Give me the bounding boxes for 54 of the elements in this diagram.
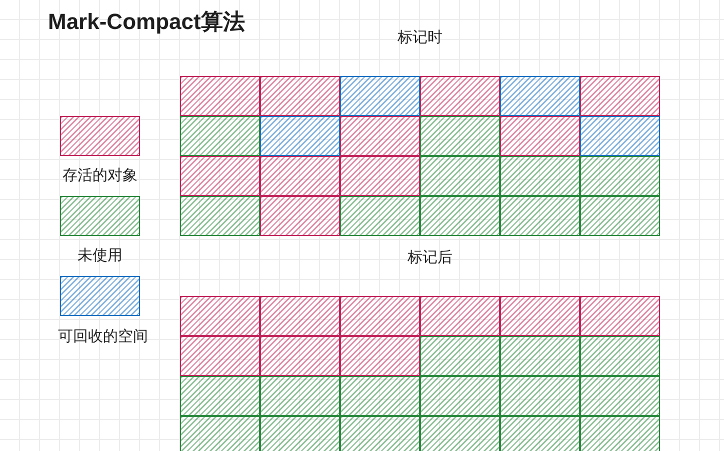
diagram-title: Mark-Compact算法: [48, 8, 245, 36]
memory-block: [180, 416, 260, 451]
memory-block: [500, 296, 580, 336]
memory-block: [420, 376, 500, 416]
memory-block: [260, 76, 340, 116]
memory-block: [180, 196, 260, 236]
memory-block: [340, 416, 420, 451]
memory-block: [580, 416, 660, 451]
memory-block: [580, 336, 660, 376]
memory-block: [260, 116, 340, 156]
memory-block: [340, 116, 420, 156]
memory-block: [500, 196, 580, 236]
memory-block: [180, 76, 260, 116]
memory-block: [260, 336, 340, 376]
grid-heading: 标记后: [408, 248, 452, 268]
memory-block: [340, 196, 420, 236]
legend-label: 存活的对象: [62, 166, 138, 186]
memory-block: [260, 376, 340, 416]
memory-block: [180, 336, 260, 376]
memory-block: [420, 416, 500, 451]
memory-block: [420, 116, 500, 156]
memory-block: [180, 376, 260, 416]
memory-block: [500, 116, 580, 156]
memory-block: [500, 336, 580, 376]
memory-block: [340, 76, 420, 116]
memory-block: [420, 196, 500, 236]
memory-block: [260, 296, 340, 336]
memory-block: [580, 156, 660, 196]
memory-block: [500, 156, 580, 196]
memory-block: [340, 376, 420, 416]
memory-block: [420, 156, 500, 196]
memory-block: [500, 76, 580, 116]
memory-block: [580, 296, 660, 336]
memory-block: [180, 296, 260, 336]
memory-block: [420, 296, 500, 336]
memory-block: [260, 196, 340, 236]
legend-label: 可回收的空间: [58, 327, 148, 347]
memory-block: [340, 296, 420, 336]
memory-block: [420, 76, 500, 116]
memory-block: [340, 336, 420, 376]
memory-block: [500, 416, 580, 451]
legend-label: 未使用: [78, 246, 122, 266]
memory-block: [180, 116, 260, 156]
memory-block: [180, 156, 260, 196]
memory-block: [580, 116, 660, 156]
memory-block: [580, 196, 660, 236]
memory-block: [260, 156, 340, 196]
memory-block: [500, 376, 580, 416]
memory-block: [580, 376, 660, 416]
grid-heading: 标记时: [398, 28, 442, 48]
memory-block: [340, 156, 420, 196]
memory-block: [420, 336, 500, 376]
memory-block: [580, 76, 660, 116]
memory-block: [260, 416, 340, 451]
